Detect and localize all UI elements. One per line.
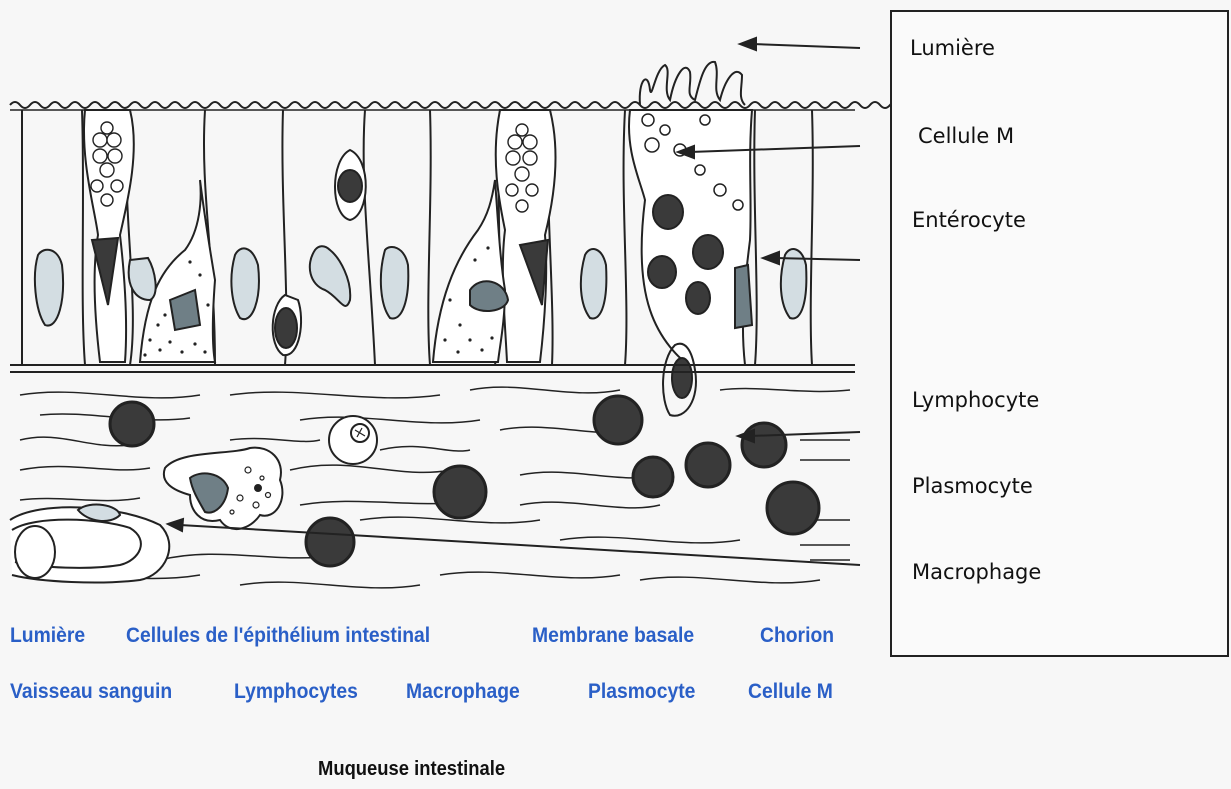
term-cellules-epithelium: Cellules de l'épithélium intestinal xyxy=(126,624,430,648)
chorion-plasmocyte xyxy=(329,416,377,464)
blood-vessel xyxy=(10,505,169,583)
basement-membrane xyxy=(10,365,855,372)
goblet-cell xyxy=(84,110,134,362)
goblet-cell xyxy=(496,110,556,362)
term-plasmocyte: Plasmocyte xyxy=(588,680,695,704)
legend-label-cellule-m: Cellule M xyxy=(918,124,1014,148)
term-membrane-basale: Membrane basale xyxy=(532,624,694,648)
term-chorion: Chorion xyxy=(760,624,834,648)
term-lymphocytes: Lymphocytes xyxy=(234,680,358,704)
legend-label-plasmocyte: Plasmocyte xyxy=(912,474,1033,498)
term-vaisseau-sanguin: Vaisseau sanguin xyxy=(10,680,172,704)
term-lumiere: Lumière xyxy=(10,624,85,648)
legend-label-enterocyte: Entérocyte xyxy=(912,208,1026,232)
legend-label-lumiere: Lumière xyxy=(910,36,995,60)
m-cell xyxy=(629,62,752,416)
figure-caption: Muqueuse intestinale xyxy=(318,758,505,781)
chorion-macrophage xyxy=(164,448,283,529)
legend-label-lymphocyte: Lymphocyte xyxy=(912,388,1039,412)
enteroendocrine-cell xyxy=(433,180,508,362)
term-cellule-m: Cellule M xyxy=(748,680,833,704)
term-macrophage: Macrophage xyxy=(406,680,520,704)
brush-border xyxy=(10,102,920,108)
legend-label-macrophage: Macrophage xyxy=(912,560,1041,584)
